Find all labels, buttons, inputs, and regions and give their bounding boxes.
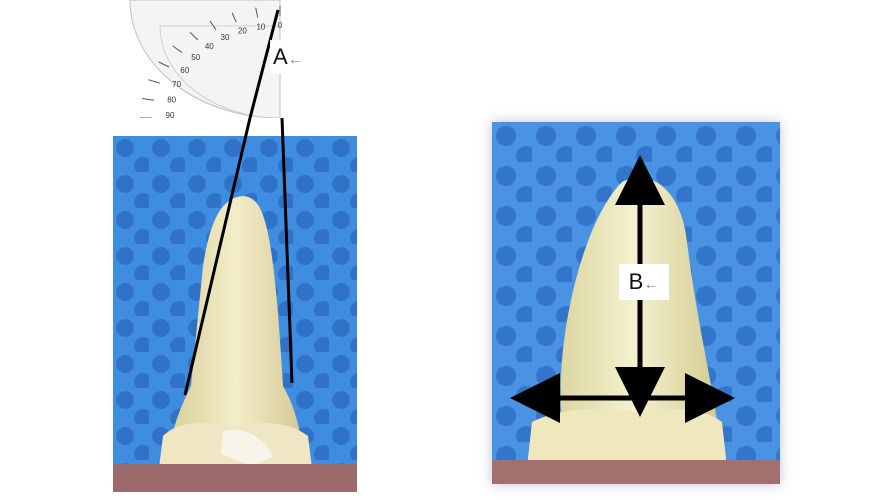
protractor-tick-label: 60 xyxy=(180,66,189,75)
protractor-tick-label: 20 xyxy=(238,26,247,35)
protractor-tick-label: 40 xyxy=(205,42,214,51)
protractor-tick xyxy=(148,79,160,84)
label-b: B← xyxy=(619,264,669,300)
protractor-tick-label: 80 xyxy=(167,95,176,104)
protractor-tick xyxy=(189,31,199,41)
protractor-tick-label: 30 xyxy=(221,33,230,42)
protractor-tick-label: 50 xyxy=(191,53,200,62)
label-b-text: B xyxy=(628,269,644,294)
protractor-tick xyxy=(142,98,155,101)
protractor-tick xyxy=(209,20,217,30)
label-b-arrow-icon: ← xyxy=(643,276,660,293)
protractor-tick xyxy=(231,12,237,23)
protractor-tick-label: 10 xyxy=(256,22,265,31)
protractor-tick xyxy=(172,45,183,53)
label-a-text: A xyxy=(273,44,288,69)
protractor-tick-label: 90 xyxy=(166,111,175,118)
protractor-tick-label: 70 xyxy=(172,80,181,89)
protractor-tick-label: 0 xyxy=(278,21,283,30)
left-tooth-photo xyxy=(113,136,357,492)
protractor-tick xyxy=(158,61,170,68)
right-tooth-photo xyxy=(492,122,780,484)
label-a: A← xyxy=(270,40,310,74)
label-a-arrow-icon: ← xyxy=(287,51,304,68)
